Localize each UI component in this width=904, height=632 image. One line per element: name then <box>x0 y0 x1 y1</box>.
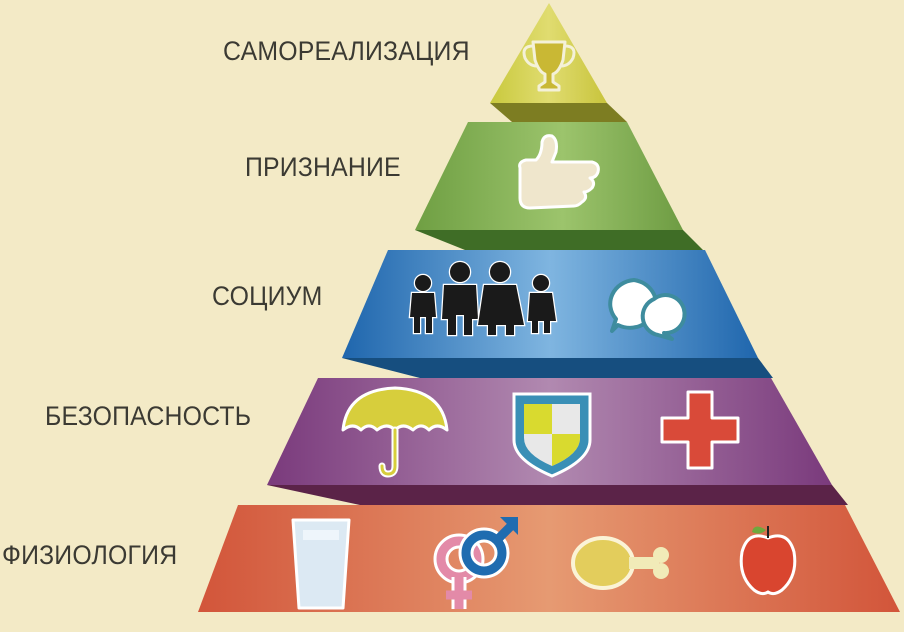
family-icon <box>408 260 558 337</box>
shadow-esteem <box>415 230 703 250</box>
gender-symbols-icon <box>433 517 518 609</box>
level-physiology <box>198 505 900 612</box>
thumbs-up-icon <box>518 134 600 210</box>
level-label-esteem: ПРИЗНАНИЕ <box>245 152 401 182</box>
medical-cross-icon <box>660 390 740 470</box>
shadow-self-actualization <box>490 103 627 122</box>
shadow-safety <box>267 485 848 505</box>
chicken-leg-icon <box>571 536 669 590</box>
shield-icon <box>512 392 592 478</box>
apple-icon <box>739 526 797 596</box>
level-label-social: СОЦИУМ <box>212 281 323 311</box>
level-label-safety: БЕЗОПАСНОСТЬ <box>45 401 252 431</box>
trophy-icon <box>522 40 576 92</box>
level-label-self-actualization: САМОРЕАЛИЗАЦИЯ <box>223 36 470 66</box>
shadow-social <box>342 358 773 378</box>
chat-bubbles-icon <box>608 278 687 341</box>
level-label-physiology: ФИЗИОЛОГИЯ <box>2 540 178 570</box>
glass-of-water-icon <box>291 518 351 610</box>
umbrella-icon <box>341 386 449 478</box>
